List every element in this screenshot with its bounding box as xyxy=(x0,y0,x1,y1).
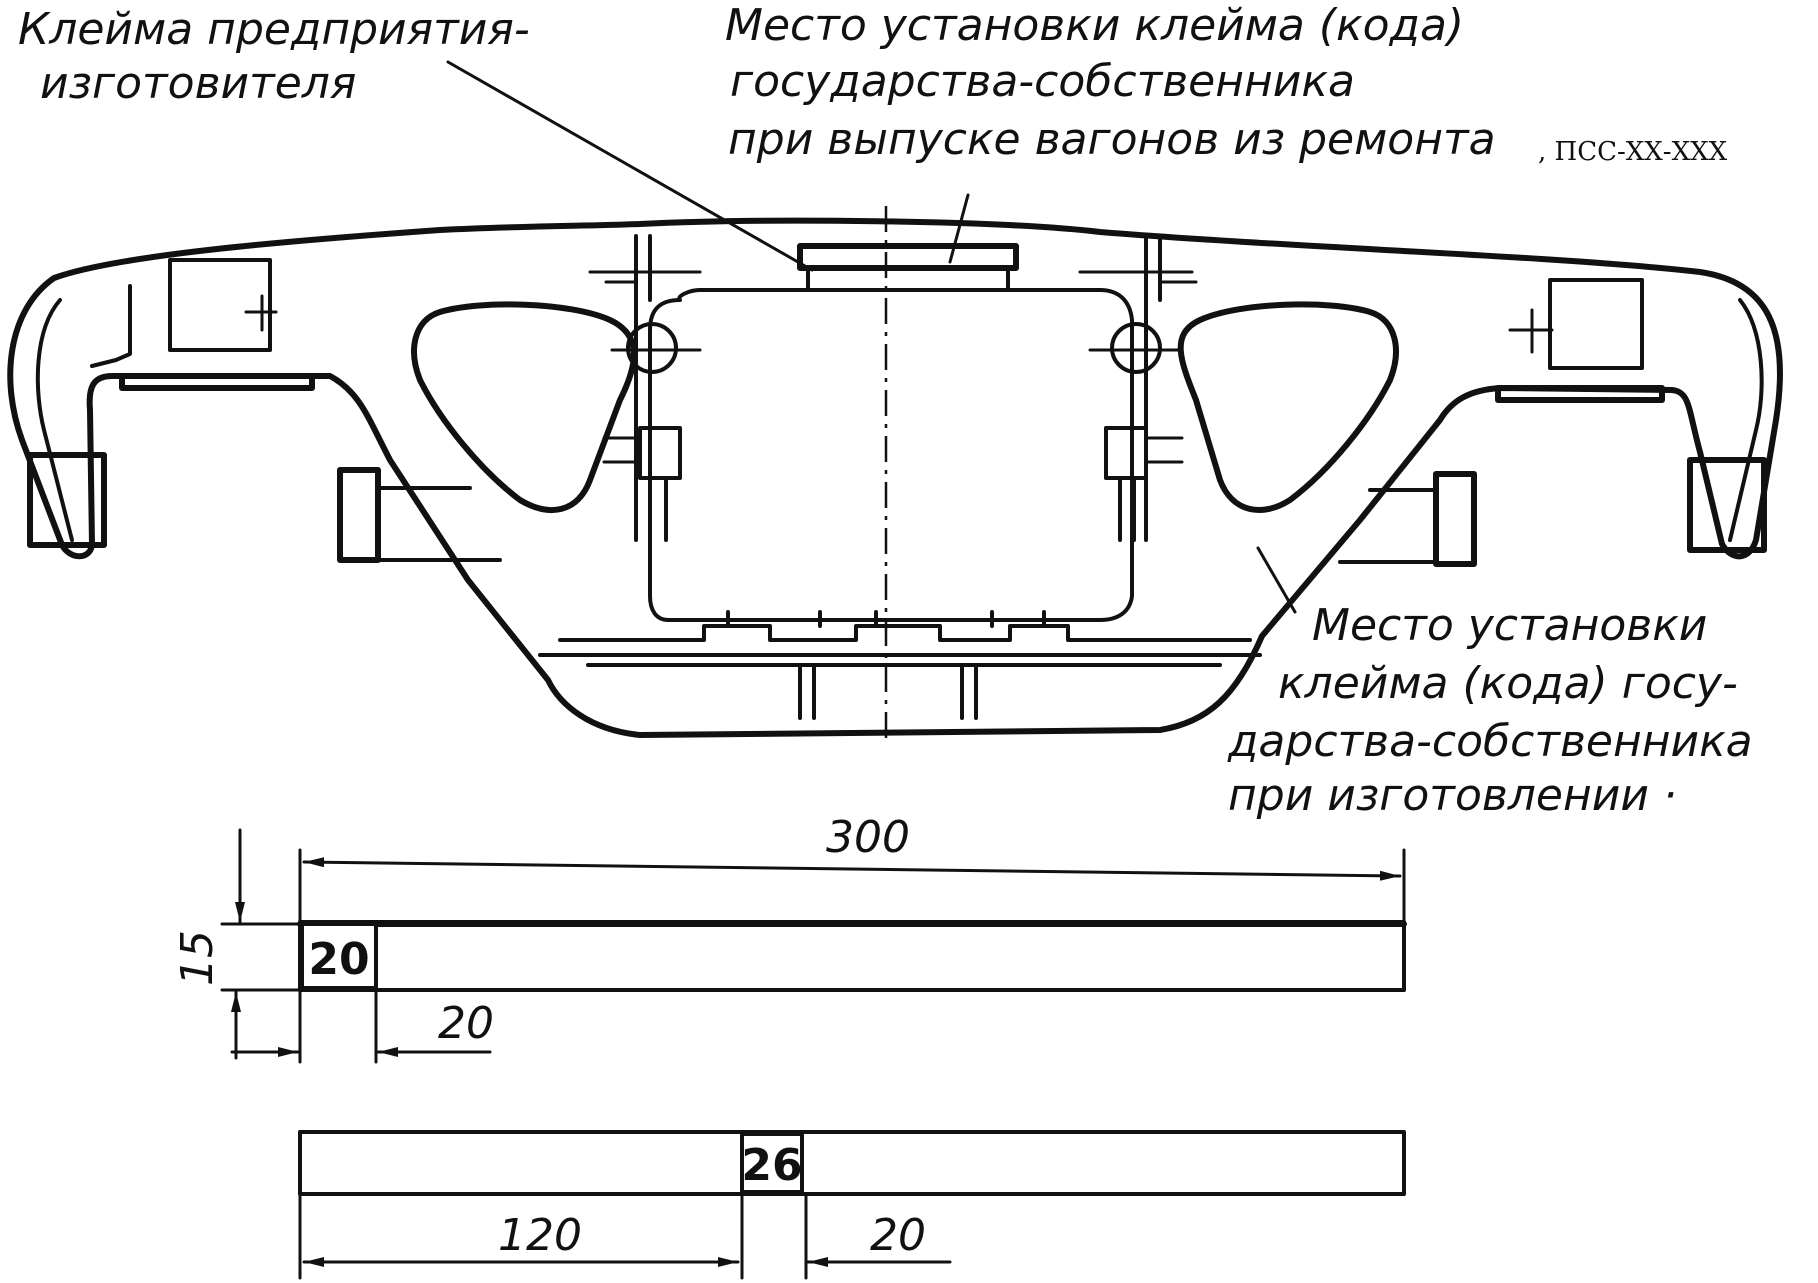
side-frame xyxy=(7,206,1783,742)
left-bolt-circle xyxy=(626,322,678,374)
manufacturer-mark-leader xyxy=(446,60,814,272)
manufacture-mark-line-4: при изготовлении · xyxy=(1228,770,1677,821)
dim-300-label: 300 xyxy=(826,812,910,863)
left-wedge xyxy=(638,426,682,480)
right-end-window xyxy=(1548,278,1644,370)
right-end-inner xyxy=(1728,298,1764,542)
spring-window xyxy=(648,288,1134,622)
plate-bottom-drawing: 26 120 20 xyxy=(298,1130,1406,1280)
dim-120-label: 120 xyxy=(498,1210,582,1261)
dim-20b-label: 20 xyxy=(870,1210,926,1261)
plate-top-stamp-box xyxy=(300,922,378,990)
manufacture-mark-line-2: клейма (кода) госу- xyxy=(1278,658,1738,709)
dim-300-line xyxy=(302,857,1402,881)
frame-outline xyxy=(7,217,1783,738)
repair-mark-label: Место установки клейма (кода) государств… xyxy=(725,0,1728,167)
plate-top-outline xyxy=(298,920,1406,992)
bottom-chord-inner xyxy=(558,624,1252,642)
plate-bottom-outline xyxy=(298,1130,1406,1196)
right-wear-plate xyxy=(1495,385,1665,403)
right-bolt-circle xyxy=(1110,322,1162,374)
left-end-inner xyxy=(35,298,74,542)
manufacture-mark-line-3: дарства-собственника xyxy=(1227,716,1753,767)
bottom-rib-right xyxy=(960,666,978,720)
dim-20-label: 20 xyxy=(438,998,494,1049)
manufacturer-mark-line-2: изготовителя xyxy=(40,58,356,109)
bottom-chord-seats xyxy=(726,610,1046,628)
bottom-rib-left xyxy=(798,666,816,720)
plate-bottom-stamp: 26 xyxy=(741,1140,802,1191)
left-end-block xyxy=(27,452,107,548)
repair-mark-plate xyxy=(797,243,1019,271)
right-lightening-hole xyxy=(1177,301,1399,513)
repair-mark-line-3: при выпуске вагонов из ремонта xyxy=(728,114,1496,165)
right-end-block xyxy=(1687,457,1767,553)
repair-mark-line-1: Место установки клейма (кода) xyxy=(725,0,1464,51)
plate-top-drawing: 20 300 15 20 xyxy=(172,812,1407,1064)
repair-mark-line-2: государства-собственника xyxy=(730,56,1355,107)
left-end-rib xyxy=(90,284,132,368)
repair-mark-code: , ПСС-ХХ-ХХХ xyxy=(1538,137,1728,167)
left-spring-block xyxy=(337,467,381,563)
manufacturer-mark-line-1: Клейма предприятия- xyxy=(18,4,530,55)
left-lightening-hole xyxy=(411,301,637,513)
manufacturer-mark-label: Клейма предприятия- изготовителя xyxy=(18,4,530,109)
right-wedge xyxy=(1104,426,1148,480)
manufacture-mark-line-1: Место установки xyxy=(1312,600,1707,651)
plate-top-stamp: 20 xyxy=(308,934,369,985)
plate-bottom-stamp-box xyxy=(740,1132,804,1194)
right-spring-block xyxy=(1433,471,1477,567)
manufacture-mark-label: Место установки клейма (кода) госу- дарс… xyxy=(1227,600,1753,821)
repair-mark-plate-legs xyxy=(806,266,1010,292)
dim-15-label: 15 xyxy=(172,930,223,986)
repair-mark-leader xyxy=(948,193,970,264)
left-end-window xyxy=(168,258,272,352)
left-wear-plate xyxy=(119,373,315,391)
